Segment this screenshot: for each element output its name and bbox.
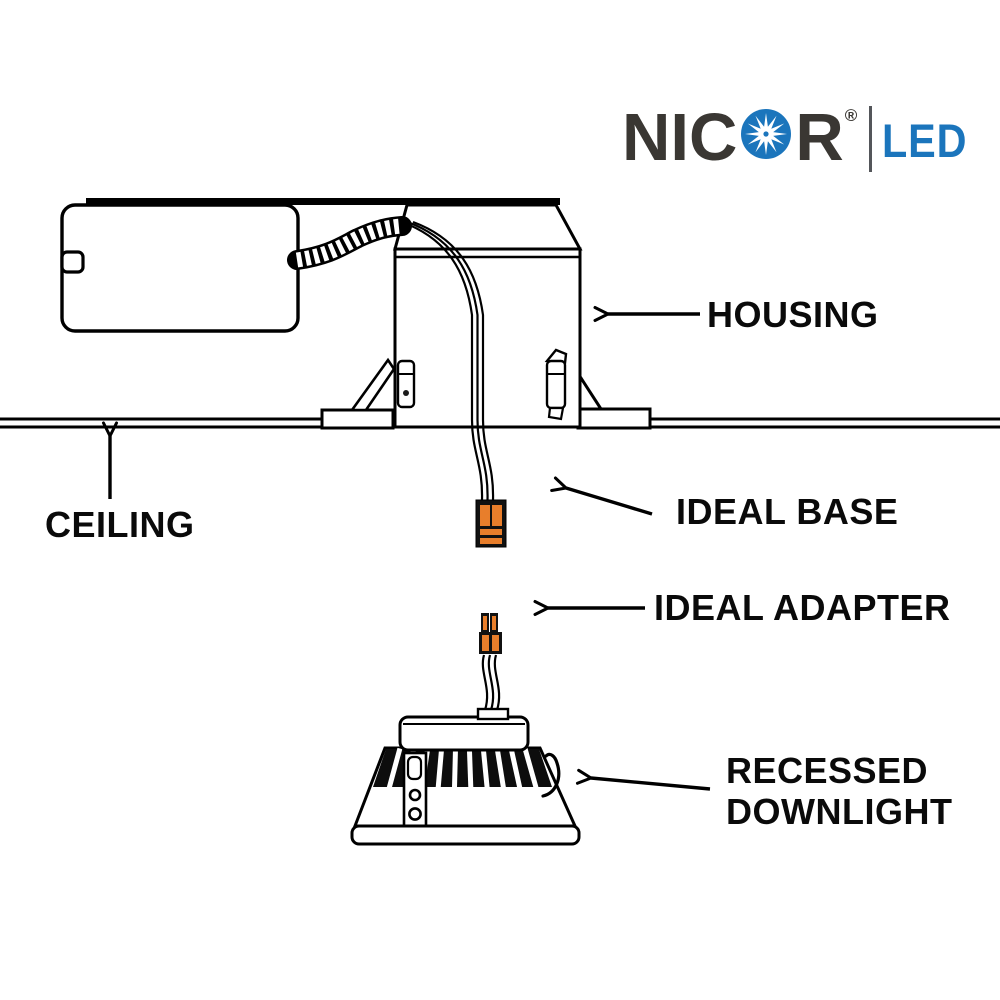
heatsink-fins bbox=[373, 747, 552, 789]
hanger-bar bbox=[86, 198, 560, 205]
housing-wires bbox=[401, 220, 495, 501]
downlight-cap bbox=[398, 715, 530, 752]
junction-box-clip bbox=[60, 250, 85, 274]
ideal-adapter-connector bbox=[479, 613, 502, 654]
housing-can bbox=[393, 203, 583, 429]
recessed-downlight-label-line2: DOWNLIGHT bbox=[726, 790, 953, 832]
housing-label: HOUSING bbox=[707, 294, 879, 335]
ideal-base-connector bbox=[475, 499, 507, 548]
flexible-conduit bbox=[287, 216, 412, 270]
right-mounting-foot bbox=[576, 407, 652, 430]
ideal-base-label: IDEAL BASE bbox=[676, 491, 899, 532]
housing-right-clip bbox=[544, 348, 568, 421]
housing-left-clip bbox=[396, 359, 416, 409]
spring-clip bbox=[541, 752, 561, 798]
left-mounting-foot bbox=[320, 408, 395, 430]
nicor-led-logo: NIC R ® LED bbox=[622, 104, 979, 172]
right-brace bbox=[577, 374, 603, 410]
wire-collar bbox=[476, 707, 510, 721]
recessed-downlight bbox=[350, 707, 581, 846]
recessed-downlight-label-line1: RECESSED bbox=[726, 750, 929, 791]
recessed-downlight-label: RECESSED DOWNLIGHT bbox=[726, 750, 953, 832]
downlight-bracket bbox=[402, 751, 428, 829]
ideal-adapter-label: IDEAL ADAPTER bbox=[654, 587, 951, 628]
brand-text-right: R bbox=[795, 100, 844, 175]
brand-text-left: NIC bbox=[622, 100, 738, 175]
junction-box bbox=[60, 203, 300, 333]
trim-flange bbox=[350, 824, 581, 846]
brand-wordmark: NIC R bbox=[622, 104, 844, 171]
registered-mark: ® bbox=[844, 106, 858, 125]
logo-divider bbox=[869, 106, 873, 172]
starburst-o-icon bbox=[740, 104, 792, 171]
product-line-text: LED bbox=[882, 114, 968, 167]
left-brace bbox=[349, 357, 396, 412]
ideal-base-arrow bbox=[550, 476, 653, 516]
recessed-downlight-arrow bbox=[575, 768, 711, 791]
ceiling-label: CEILING bbox=[45, 504, 195, 545]
adapter-wires bbox=[481, 654, 501, 711]
